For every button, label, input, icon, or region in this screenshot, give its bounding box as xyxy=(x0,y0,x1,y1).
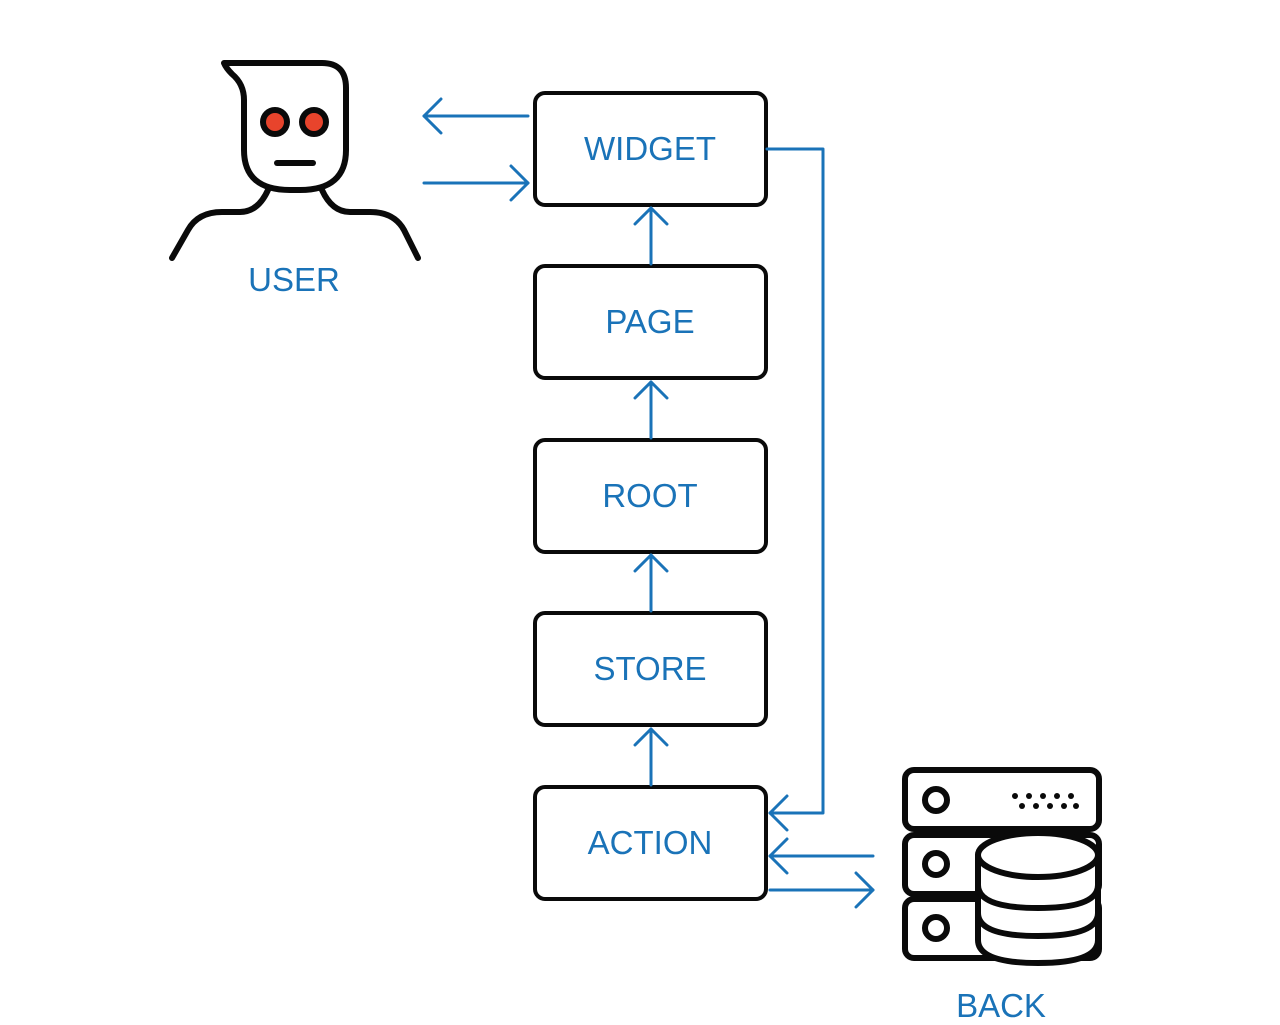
action-node xyxy=(533,785,768,901)
arrow-action-to-store xyxy=(633,727,669,787)
store-node xyxy=(533,611,768,727)
store-label: STORE xyxy=(593,650,706,687)
back-label: BACK xyxy=(956,987,1046,1024)
arrow-store-to-root xyxy=(633,553,669,613)
arrow-page-to-widget xyxy=(633,206,669,266)
server-database-icon xyxy=(902,767,1102,966)
page-label: PAGE xyxy=(605,303,694,340)
arrow-user-to-widget xyxy=(422,164,530,202)
root-label: ROOT xyxy=(602,477,697,514)
user-avatar-icon xyxy=(169,60,421,261)
root-node xyxy=(533,438,768,554)
arrow-root-to-page xyxy=(633,380,669,440)
arrow-back-to-action xyxy=(768,837,875,875)
user-label: USER xyxy=(248,261,340,298)
action-label: ACTION xyxy=(588,824,713,861)
widget-label: WIDGET xyxy=(584,130,716,167)
arrow-widget-to-user xyxy=(422,97,530,135)
arrow-widget-to-action xyxy=(765,147,825,832)
arrow-action-to-back xyxy=(768,871,875,909)
page-node xyxy=(533,264,768,380)
